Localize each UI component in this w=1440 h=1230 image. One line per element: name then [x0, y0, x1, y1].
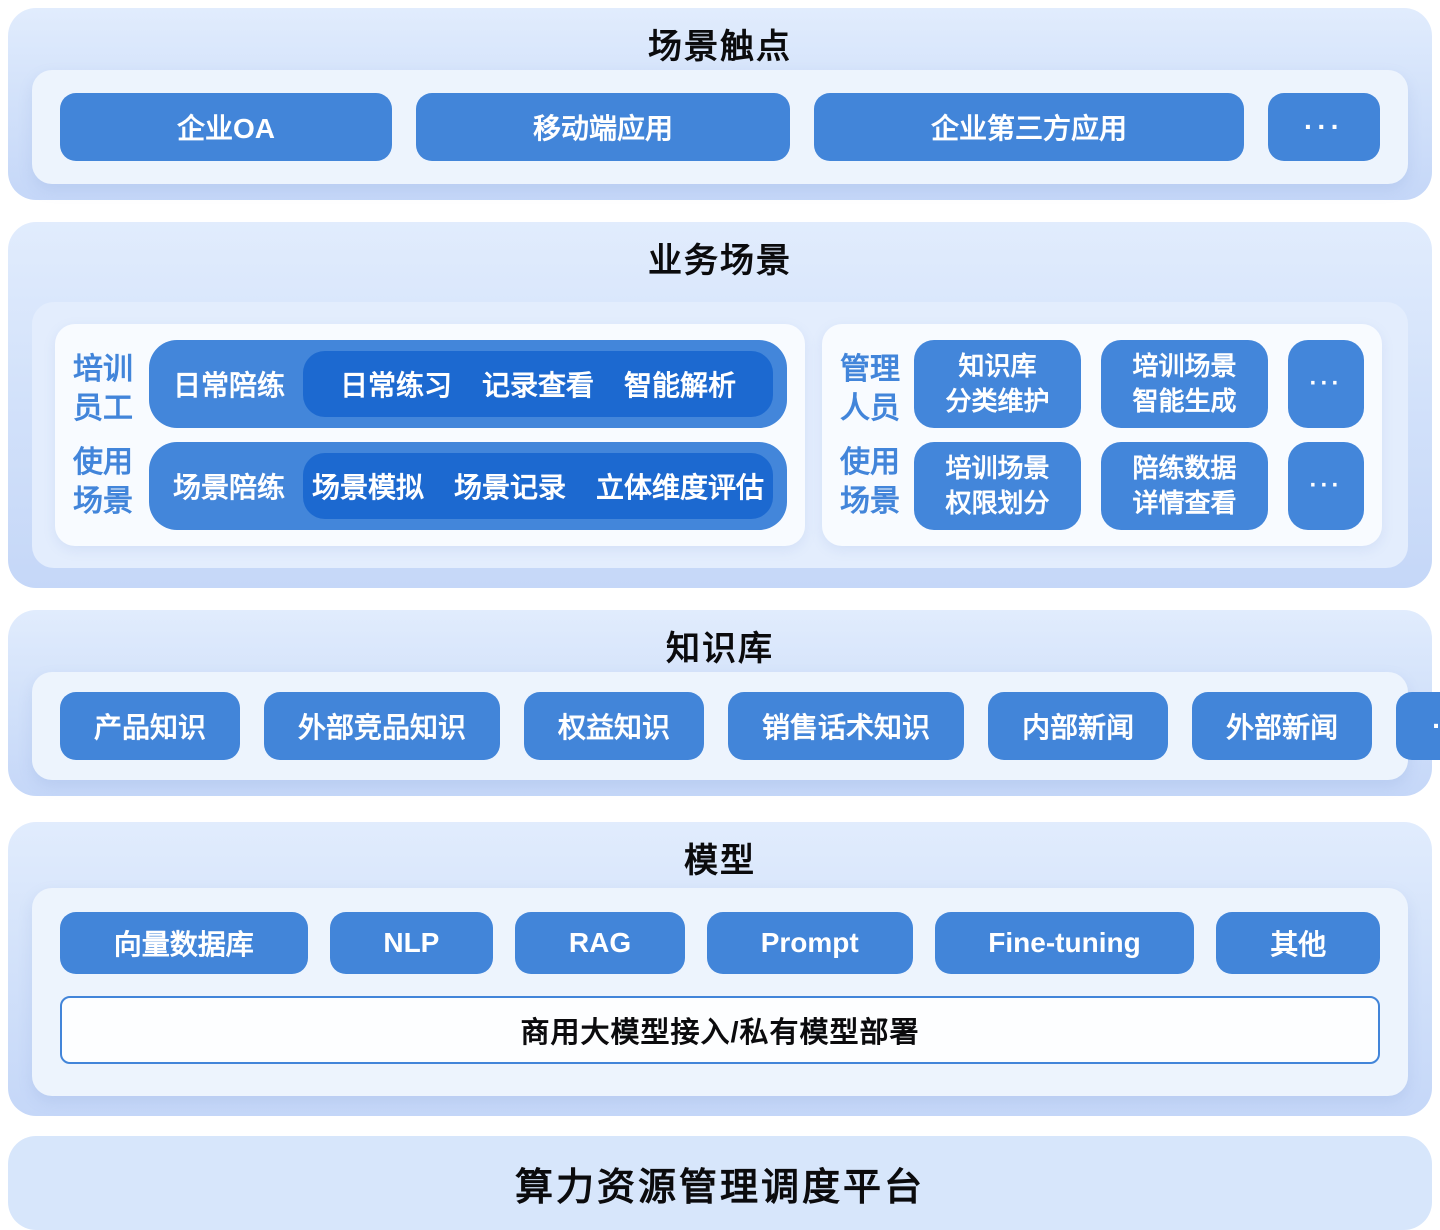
knowledge-title: 知识库 — [666, 630, 774, 668]
sparring-data-detail-button[interactable]: 陪练数据 详情查看 — [1101, 442, 1268, 530]
kb-competitor-knowledge[interactable]: 外部竞品知识 — [264, 692, 501, 760]
platform-title: 算力资源管理调度平台 — [514, 1166, 925, 1209]
employee-scenes-label-bottom: 使用 场景 — [73, 445, 133, 518]
feature-record-view[interactable]: 记录查看 — [482, 370, 595, 401]
business-title: 业务场景 — [648, 242, 792, 280]
touchpoints-title: 场景触点 — [648, 28, 792, 66]
model-prompt[interactable]: Prompt — [706, 912, 913, 974]
section-computing-platform: 算力资源管理调度平台 — [8, 1136, 1432, 1230]
training-scene-permission-button[interactable]: 培训场景 权限划分 — [914, 442, 1081, 530]
feature-smart-analysis[interactable]: 智能解析 — [624, 370, 737, 401]
daily-sparring-label: 日常陪练 — [173, 370, 286, 401]
manager-row1-more-button[interactable]: ··· — [1288, 340, 1364, 428]
feature-daily-practice[interactable]: 日常练习 — [339, 370, 452, 401]
touchpoint-enterprise-oa[interactable]: 企业OA — [60, 93, 392, 161]
kb-sales-script-knowledge[interactable]: 销售话术知识 — [728, 692, 965, 760]
manager-row2-more-button[interactable]: ··· — [1288, 442, 1364, 530]
daily-sparring-features: 日常练习 记录查看 智能解析 — [303, 351, 773, 417]
model-vector-database[interactable]: 向量数据库 — [60, 912, 308, 974]
scene-sparring-features: 场景模拟 场景记录 立体维度评估 — [303, 453, 773, 519]
model-access-bar: 商用大模型接入/私有模型部署 — [60, 996, 1380, 1064]
manager-scenes-group: 管理 人员 使用 场景 知识库 分类维护 培训场景 智能生成 ··· 培训场景 … — [822, 324, 1382, 546]
model-button-row: 向量数据库 NLP RAG Prompt Fine-tuning 其他 — [60, 912, 1381, 974]
section-knowledge-base: 知识库 产品知识 外部竞品知识 权益知识 销售话术知识 内部新闻 外部新闻 ··… — [8, 610, 1440, 808]
employee-scene-rows: 日常陪练 日常练习 记录查看 智能解析 场景陪练 场景模拟 场景记录 立体维度评… — [149, 340, 787, 530]
kb-product-knowledge[interactable]: 产品知识 — [60, 692, 241, 760]
model-title: 模型 — [684, 842, 756, 880]
model-nlp[interactable]: NLP — [329, 912, 494, 974]
model-other[interactable]: 其他 — [1216, 912, 1381, 974]
section-model: 模型 向量数据库 NLP RAG Prompt Fine-tuning 其他 商… — [8, 822, 1432, 1128]
manager-scene-grid: 知识库 分类维护 培训场景 智能生成 ··· 培训场景 权限划分 陪练数据 详情… — [914, 340, 1364, 530]
model-panel: 向量数据库 NLP RAG Prompt Fine-tuning 其他 商用大模… — [32, 888, 1408, 1096]
kb-external-news[interactable]: 外部新闻 — [1192, 692, 1373, 760]
training-scene-generation-button[interactable]: 培训场景 智能生成 — [1101, 340, 1268, 428]
employee-scenes-label-top: 培训 员工 — [73, 352, 133, 425]
section-touchpoints: 场景触点 企业OA 移动端应用 企业第三方应用 ··· — [8, 8, 1432, 212]
feature-scene-record[interactable]: 场景记录 — [454, 472, 567, 503]
employee-scenes-label: 培训 员工 使用 场景 — [73, 340, 133, 530]
touchpoint-mobile-app[interactable]: 移动端应用 — [416, 93, 790, 161]
kb-rights-knowledge[interactable]: 权益知识 — [524, 692, 705, 760]
model-fine-tuning[interactable]: Fine-tuning — [934, 912, 1195, 974]
manager-scenes-label-top: 管理 人员 — [840, 352, 900, 425]
scene-sparring-label: 场景陪练 — [173, 472, 286, 503]
knowledge-more-button[interactable]: ··· — [1396, 692, 1440, 760]
touchpoints-panel: 企业OA 移动端应用 企业第三方应用 ··· — [32, 70, 1408, 184]
knowledge-panel: 产品知识 外部竞品知识 权益知识 销售话术知识 内部新闻 外部新闻 ··· — [32, 672, 1440, 780]
model-rag[interactable]: RAG — [515, 912, 685, 974]
kb-internal-news[interactable]: 内部新闻 — [988, 692, 1169, 760]
manager-scenes-label-bottom: 使用 场景 — [840, 445, 900, 518]
manager-scenes-label: 管理 人员 使用 场景 — [840, 340, 900, 530]
employee-scenes-group: 培训 员工 使用 场景 日常陪练 日常练习 记录查看 智能解析 场景陪练 — [55, 324, 805, 546]
kb-classification-maintenance-button[interactable]: 知识库 分类维护 — [914, 340, 1081, 428]
touchpoint-third-party-app[interactable]: 企业第三方应用 — [814, 93, 1244, 161]
scene-sparring-row[interactable]: 场景陪练 场景模拟 场景记录 立体维度评估 — [149, 442, 787, 530]
business-content-area: 培训 员工 使用 场景 日常陪练 日常练习 记录查看 智能解析 场景陪练 — [32, 302, 1408, 568]
section-business-scenes: 业务场景 培训 员工 使用 场景 日常陪练 日常练习 记录查看 智能解析 — [8, 222, 1432, 600]
daily-sparring-row[interactable]: 日常陪练 日常练习 记录查看 智能解析 — [149, 340, 787, 428]
feature-scene-simulation[interactable]: 场景模拟 — [311, 472, 424, 503]
feature-multidimensional-evaluation[interactable]: 立体维度评估 — [596, 472, 765, 503]
touchpoints-more-button[interactable]: ··· — [1268, 93, 1380, 161]
